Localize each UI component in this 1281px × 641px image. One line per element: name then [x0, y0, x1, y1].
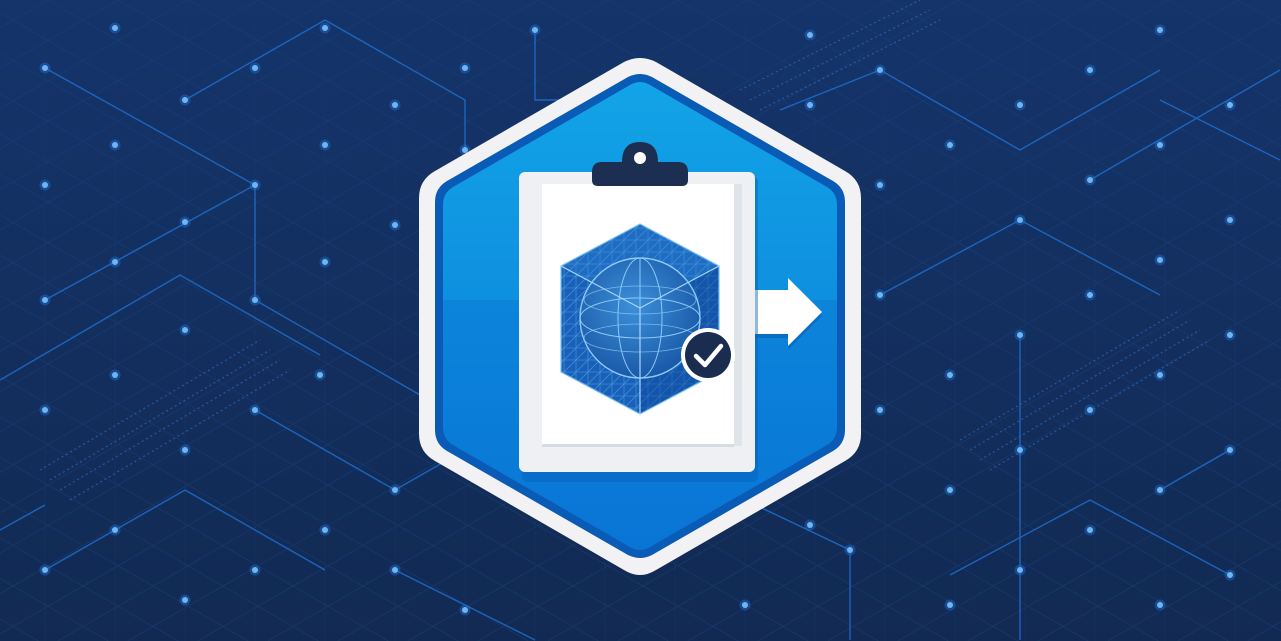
- network-node: [1017, 217, 1023, 223]
- network-node: [1017, 567, 1023, 573]
- network-node: [1087, 527, 1093, 533]
- network-node: [742, 602, 748, 608]
- network-node: [1157, 602, 1163, 608]
- network-node: [1227, 102, 1233, 108]
- network-nodes: [39, 22, 1236, 616]
- network-node: [1087, 177, 1093, 183]
- network-node: [947, 142, 953, 148]
- network-node: [1157, 487, 1163, 493]
- network-node: [182, 597, 188, 603]
- network-node: [1157, 27, 1163, 33]
- network-node: [847, 547, 853, 553]
- network-node: [947, 372, 953, 378]
- network-node: [462, 65, 468, 71]
- right-arrow-icon: [754, 278, 822, 350]
- network-node: [42, 65, 48, 71]
- checkmark-circle-icon: [681, 328, 735, 382]
- network-node: [112, 372, 118, 378]
- network-node: [1157, 142, 1163, 148]
- network-node: [42, 182, 48, 188]
- network-node: [42, 407, 48, 413]
- network-node: [392, 102, 398, 108]
- network-node: [807, 32, 813, 38]
- network-node: [877, 67, 883, 73]
- network-node: [252, 567, 258, 573]
- network-node: [877, 407, 883, 413]
- network-node: [322, 25, 328, 31]
- network-node: [252, 65, 258, 71]
- network-node: [182, 447, 188, 453]
- network-node: [42, 567, 48, 573]
- network-node: [1017, 102, 1023, 108]
- background-hatch: [39, 0, 1211, 501]
- network-node: [317, 372, 323, 378]
- network-node: [112, 259, 118, 265]
- network-node: [322, 259, 328, 265]
- network-node: [112, 25, 118, 31]
- network-node: [807, 522, 813, 528]
- network-node: [252, 182, 258, 188]
- network-node: [392, 222, 398, 228]
- network-node: [807, 102, 813, 108]
- network-node: [1157, 372, 1163, 378]
- network-node: [462, 607, 468, 613]
- network-node: [1227, 447, 1233, 453]
- network-node: [1157, 257, 1163, 263]
- network-node: [392, 487, 398, 493]
- network-node: [182, 327, 188, 333]
- network-node: [1017, 447, 1023, 453]
- network-node: [1087, 67, 1093, 73]
- network-node: [182, 219, 188, 225]
- network-node: [322, 142, 328, 148]
- network-node: [947, 602, 953, 608]
- network-node: [532, 27, 538, 33]
- network-node: [182, 97, 188, 103]
- network-node: [877, 292, 883, 298]
- network-node: [877, 182, 883, 188]
- network-node: [1017, 332, 1023, 338]
- network-node: [1227, 332, 1233, 338]
- network-node: [1227, 572, 1233, 578]
- network-node: [1087, 292, 1093, 298]
- network-node: [322, 527, 328, 533]
- network-node: [1087, 407, 1093, 413]
- network-node: [42, 297, 48, 303]
- network-node: [462, 147, 468, 153]
- network-node: [947, 487, 953, 493]
- network-node: [252, 297, 258, 303]
- network-node: [112, 527, 118, 533]
- network-node: [252, 407, 258, 413]
- network-node: [392, 567, 398, 573]
- network-node: [1227, 217, 1233, 223]
- network-node: [112, 142, 118, 148]
